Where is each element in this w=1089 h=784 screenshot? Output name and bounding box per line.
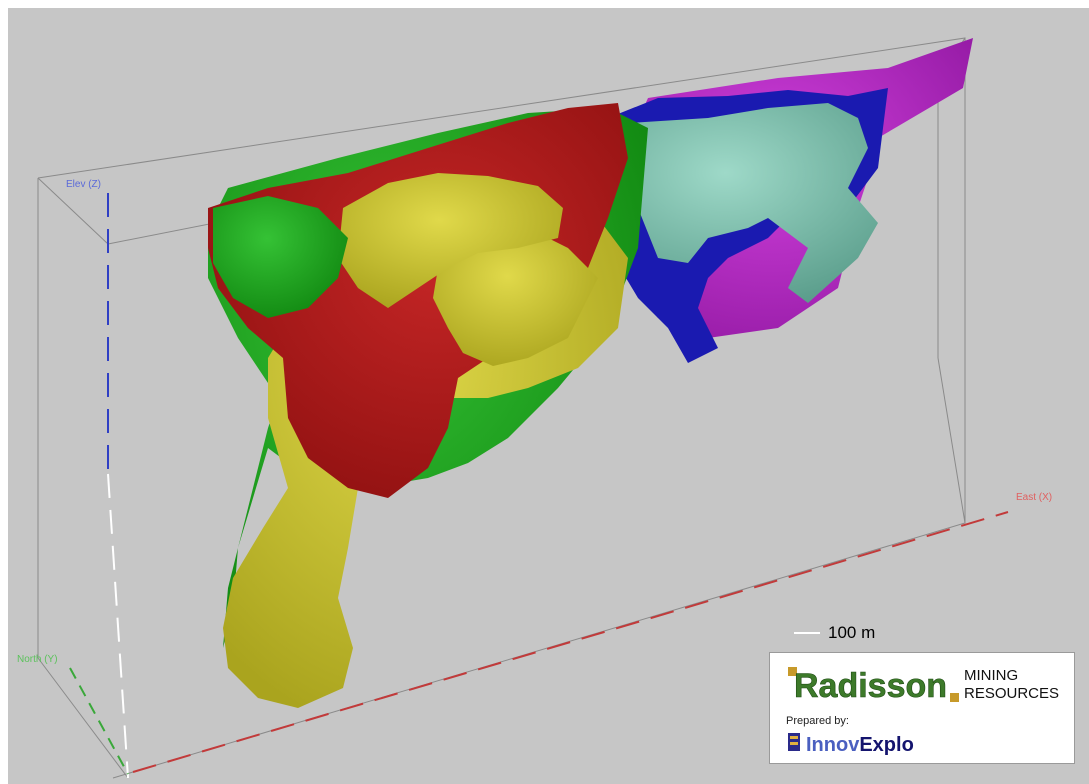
- svg-text:Radisson: Radisson: [794, 667, 947, 705]
- box-edge: [937, 357, 966, 524]
- 3d-viewport[interactable]: Elev (Z) East (X) North (Y) 100 m: [8, 8, 1089, 784]
- 3d-scene: [37, 37, 1009, 779]
- svg-text:InnovExplo: InnovExplo: [806, 734, 914, 756]
- axis-lines: [69, 193, 1009, 779]
- logo-panel: Radisson MINING RESOURCES Prepared by: I…: [769, 652, 1075, 764]
- box-back-edges: [37, 37, 966, 779]
- box-edge: [37, 177, 109, 245]
- teal-zone: [573, 103, 878, 303]
- green-left-lobe: [213, 196, 348, 318]
- east-axis-label: East (X): [1016, 492, 1053, 503]
- east-axis-line: [132, 511, 1009, 773]
- scale-bar: 100 m: [794, 623, 875, 643]
- scale-bar-line: [794, 632, 820, 634]
- ore-body-model: [208, 38, 973, 708]
- yellow-lobe: [433, 228, 598, 366]
- scale-bar-label: 100 m: [828, 623, 876, 642]
- logo-subtitle: MINING RESOURCES: [964, 667, 1059, 703]
- elev-axis-label: Elev (Z): [66, 179, 101, 190]
- prepared-by-label: Prepared by:: [786, 715, 849, 727]
- box-edge: [37, 657, 129, 779]
- yellow-upper: [338, 173, 563, 308]
- north-axis-line: [69, 667, 129, 775]
- north-axis-label: North (Y): [17, 654, 58, 665]
- logo-subtitle-line2: RESOURCES: [964, 685, 1060, 702]
- innovexplo-emblem-icon: [788, 733, 800, 751]
- elev-axis-lower: [107, 473, 129, 779]
- logo-subtitle-line1: MINING: [964, 667, 1019, 684]
- radisson-logo: Radisson: [788, 667, 959, 705]
- innovexplo-logo: InnovExplo: [788, 733, 914, 756]
